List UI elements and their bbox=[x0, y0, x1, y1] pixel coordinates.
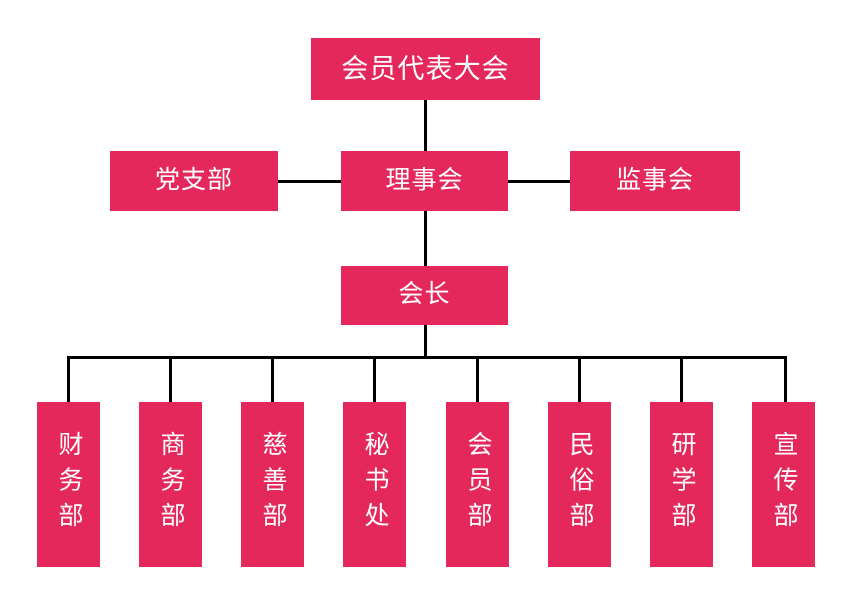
node-department-finance[interactable]: 财务部 bbox=[37, 402, 100, 567]
node-department-publicity-label: 宣传部 bbox=[770, 431, 797, 538]
node-department-research-study-label: 研学部 bbox=[668, 431, 695, 538]
connector-drop-charity bbox=[271, 356, 274, 402]
node-assembly-label: 会员代表大会 bbox=[341, 53, 510, 84]
connector-council-to-supervisory-board bbox=[508, 180, 570, 183]
node-department-publicity[interactable]: 宣传部 bbox=[752, 402, 815, 567]
node-president-label: 会长 bbox=[398, 281, 451, 309]
connector-drop-secretariat bbox=[373, 356, 376, 402]
connector-council-to-party-branch bbox=[278, 180, 341, 183]
node-department-business[interactable]: 商务部 bbox=[139, 402, 202, 567]
node-president[interactable]: 会长 bbox=[341, 266, 508, 325]
node-department-charity[interactable]: 慈善部 bbox=[241, 402, 304, 567]
node-department-business-label: 商务部 bbox=[157, 431, 184, 538]
node-department-secretariat[interactable]: 秘书处 bbox=[343, 402, 406, 567]
node-department-folklore-label: 民俗部 bbox=[566, 431, 593, 538]
connector-drop-business bbox=[169, 356, 172, 402]
connector-drop-membership bbox=[476, 356, 479, 402]
connector-department-bus bbox=[67, 356, 787, 359]
node-department-folklore[interactable]: 民俗部 bbox=[548, 402, 611, 567]
node-department-membership-label: 会员部 bbox=[464, 431, 491, 538]
connector-drop-folklore bbox=[578, 356, 581, 402]
connector-council-to-president bbox=[424, 211, 427, 266]
node-party-branch-label: 党支部 bbox=[154, 166, 233, 194]
connector-drop-publicity bbox=[784, 356, 787, 402]
node-department-charity-label: 慈善部 bbox=[259, 431, 286, 538]
node-department-membership[interactable]: 会员部 bbox=[446, 402, 509, 567]
connector-drop-finance bbox=[67, 356, 70, 402]
node-supervisory-board[interactable]: 监事会 bbox=[570, 151, 740, 211]
connector-assembly-to-council bbox=[424, 100, 427, 151]
node-department-secretariat-label: 秘书处 bbox=[361, 431, 388, 538]
node-council-label: 理事会 bbox=[385, 166, 464, 194]
connector-president-stem bbox=[424, 325, 427, 358]
connector-drop-research-study bbox=[680, 356, 683, 402]
node-department-research-study[interactable]: 研学部 bbox=[650, 402, 713, 567]
node-department-finance-label: 财务部 bbox=[55, 431, 82, 538]
node-council[interactable]: 理事会 bbox=[341, 151, 508, 211]
node-supervisory-board-label: 监事会 bbox=[615, 166, 694, 194]
node-assembly[interactable]: 会员代表大会 bbox=[311, 38, 540, 100]
node-party-branch[interactable]: 党支部 bbox=[110, 151, 278, 211]
